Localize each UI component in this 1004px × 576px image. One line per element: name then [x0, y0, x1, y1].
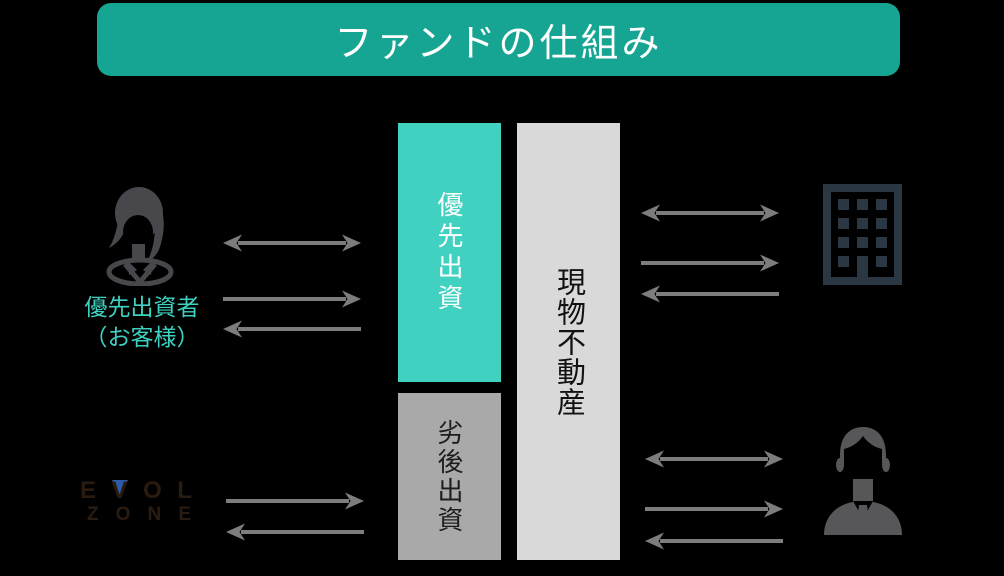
arrow-right-icon: [226, 492, 364, 510]
arrow-right-icon: [223, 290, 361, 308]
evol-zone-logo: E V O L Z O N E: [80, 478, 194, 524]
page-title: ファンドの仕組み: [334, 23, 663, 65]
logo-letter: L: [177, 477, 192, 504]
arrow-left-icon: [223, 320, 361, 338]
logo-letter: N: [147, 504, 162, 525]
logo-letter: O: [143, 477, 162, 504]
arrow-right-icon: [645, 500, 783, 518]
logo-line-2: Z O N E: [87, 505, 191, 524]
physical-real-estate-label: 現物不動産: [552, 266, 585, 417]
logo-v-triangle-icon: [111, 480, 128, 495]
arrow-left-icon: [645, 532, 783, 550]
woman-icon: [106, 187, 174, 286]
arrow-left-icon: [641, 285, 779, 303]
arrow-both-icon: [645, 450, 783, 468]
arrow-right-icon: [641, 254, 779, 272]
investor-label: 優先出資者 （お客様）: [42, 292, 242, 352]
logo-letter-v: V: [111, 477, 128, 504]
building-icon: [823, 184, 902, 285]
subordinated-investment-label: 劣後出資: [434, 418, 464, 535]
subordinated-investment-bar: 劣後出資: [398, 393, 501, 560]
investor-label-line2: （お客様）: [84, 324, 200, 350]
arrow-both-icon: [641, 204, 779, 222]
priority-investment-bar: 優先出資: [398, 123, 501, 382]
logo-letter: O: [115, 504, 131, 525]
title-banner: ファンドの仕組み: [97, 3, 900, 76]
physical-real-estate-bar: 現物不動産: [517, 123, 620, 560]
investor-label-line1: 優先出資者: [84, 294, 200, 320]
logo-letter: E: [80, 477, 97, 504]
priority-investment-label: 優先出資: [434, 190, 464, 315]
logo-letter: Z: [87, 504, 99, 525]
arrow-both-icon: [223, 234, 361, 252]
businessman-icon: [824, 427, 902, 535]
logo-letter: E: [178, 504, 191, 525]
arrow-left-icon: [226, 523, 364, 541]
logo-line-1: E V O L: [80, 478, 192, 503]
